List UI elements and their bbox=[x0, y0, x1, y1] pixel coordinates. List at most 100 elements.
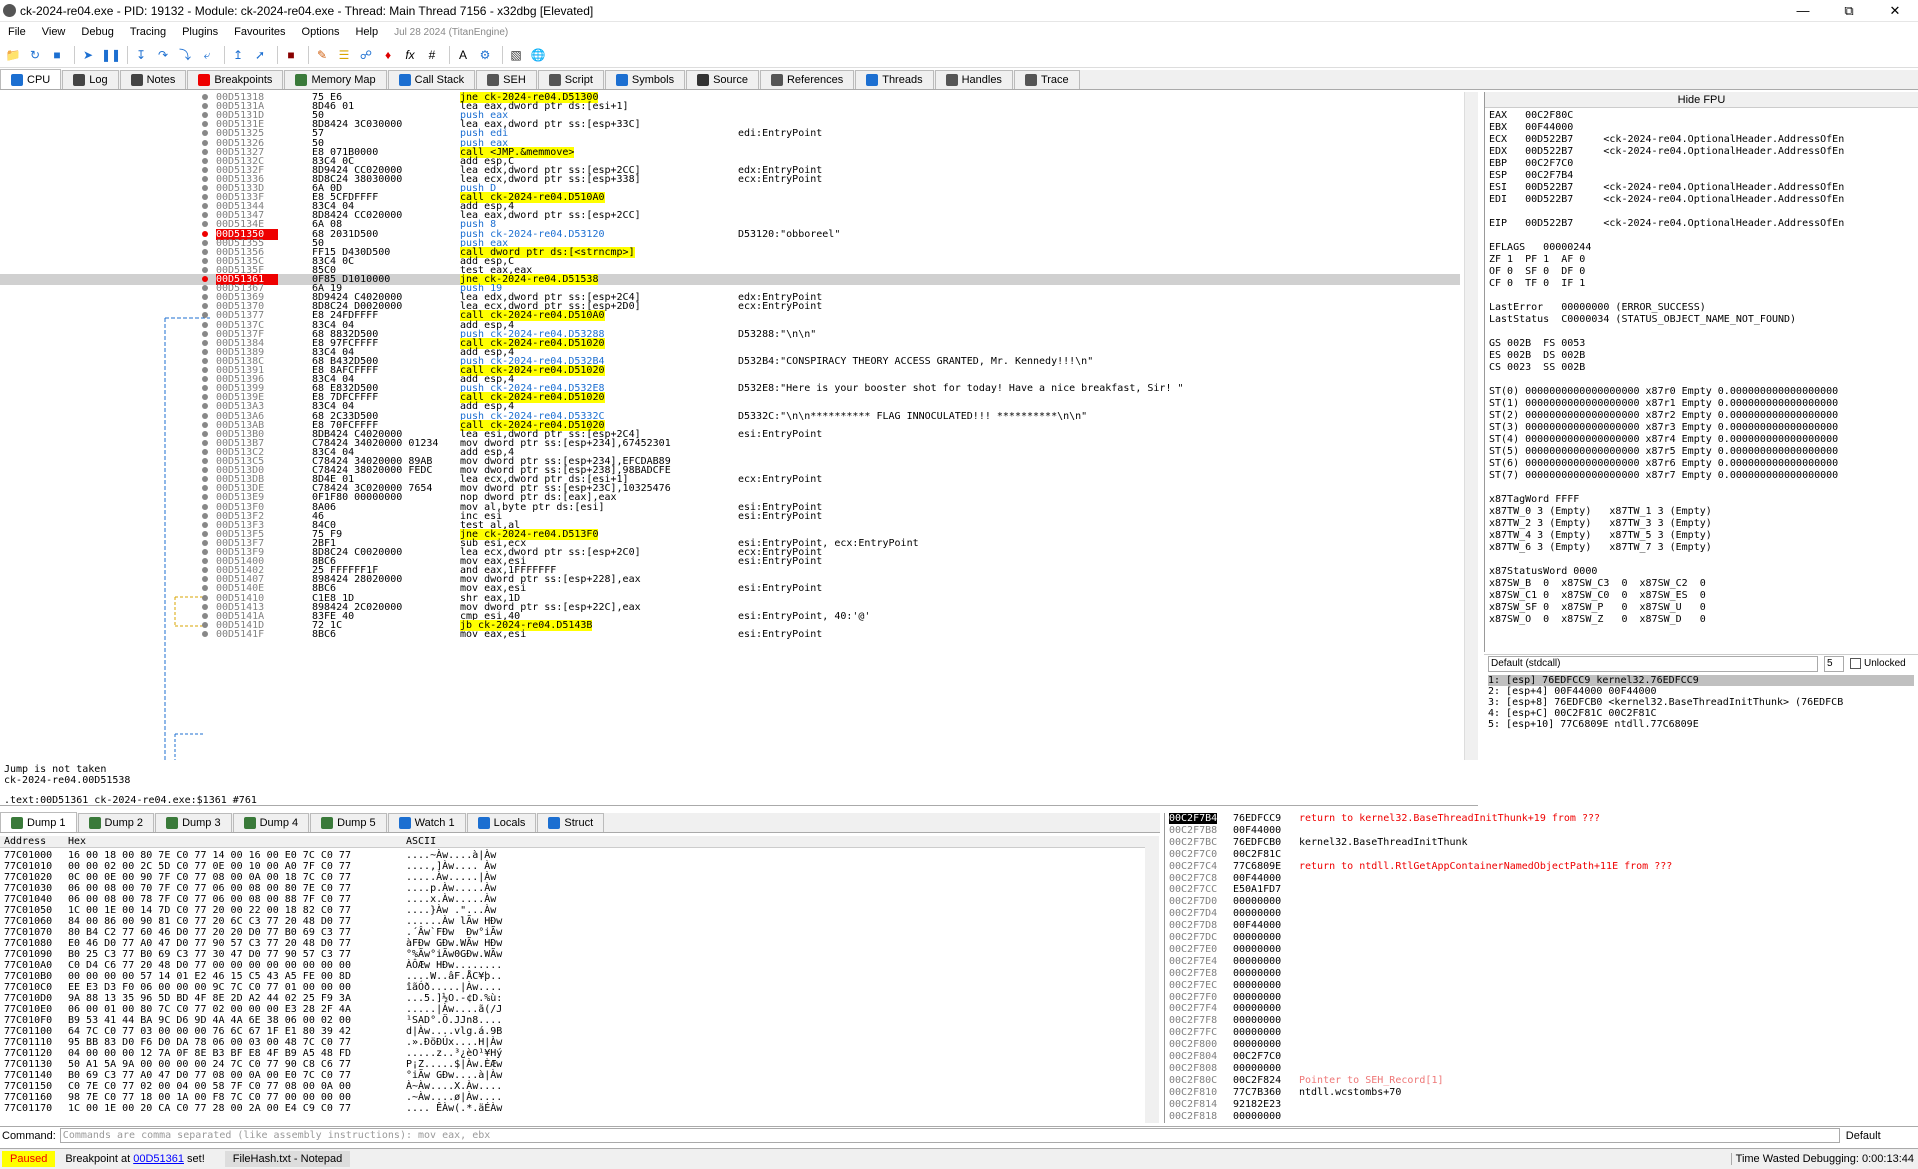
breakpoint-dot[interactable] bbox=[202, 103, 208, 110]
breakpoint-dot[interactable] bbox=[202, 248, 208, 255]
tab-struct[interactable]: Struct bbox=[537, 813, 605, 832]
tab-dump-1[interactable]: Dump 1 bbox=[0, 812, 77, 832]
breakpoint-dot[interactable] bbox=[202, 239, 208, 246]
hide-fpu-button[interactable]: Hide FPU bbox=[1485, 92, 1918, 108]
menu-favourites[interactable]: Favourites bbox=[234, 26, 286, 38]
menu-help[interactable]: Help bbox=[355, 26, 379, 38]
argument-row[interactable]: 4: [esp+C] 00C2F81C 00C2F81C bbox=[1488, 708, 1657, 719]
breakpoint-dot[interactable] bbox=[202, 448, 208, 455]
breakpoint-dot[interactable] bbox=[202, 430, 208, 437]
functions-icon[interactable]: fx bbox=[405, 47, 415, 62]
breakpoint-dot[interactable] bbox=[202, 303, 208, 310]
argument-row[interactable]: 2: [esp+4] 00F44000 00F44000 bbox=[1488, 686, 1657, 697]
scylla-icon[interactable]: ■ bbox=[287, 47, 295, 62]
breakpoint-dot[interactable] bbox=[202, 567, 208, 574]
breakpoint-dot[interactable] bbox=[202, 321, 208, 328]
tab-dump-4[interactable]: Dump 4 bbox=[232, 813, 310, 832]
menu-debug[interactable]: Debug bbox=[81, 26, 114, 38]
breakpoint-dot[interactable] bbox=[202, 367, 208, 373]
breakpoint-dot[interactable] bbox=[202, 285, 208, 292]
menu-plugins[interactable]: Plugins bbox=[182, 26, 219, 38]
menu-view[interactable]: View bbox=[41, 26, 66, 38]
breakpoint-dot[interactable] bbox=[202, 294, 208, 301]
menu-tracing[interactable]: Tracing bbox=[129, 26, 167, 38]
tab-log[interactable]: Log bbox=[62, 70, 119, 89]
tab-source[interactable]: Source bbox=[686, 70, 759, 89]
breakpoint-dot[interactable] bbox=[202, 421, 208, 428]
globe-icon[interactable]: 🌐 bbox=[530, 47, 546, 62]
breakpoint-dot[interactable] bbox=[202, 612, 208, 619]
breakpoint-dot[interactable] bbox=[202, 594, 208, 601]
breakpoint-dot[interactable] bbox=[202, 576, 208, 583]
breakpoint-dot[interactable] bbox=[202, 357, 208, 364]
breakpoint-dot[interactable] bbox=[202, 157, 208, 164]
breakpoint-dot[interactable] bbox=[202, 476, 208, 483]
run-icon[interactable]: ➤ bbox=[82, 47, 94, 62]
tab-trace[interactable]: Trace bbox=[1013, 70, 1080, 89]
breakpoint-dot[interactable] bbox=[202, 558, 208, 565]
breakpoint-dot[interactable] bbox=[202, 439, 208, 446]
tab-script[interactable]: Script bbox=[537, 70, 604, 89]
close-button[interactable]: ✕ bbox=[1889, 3, 1901, 18]
notepad-taskbar-item[interactable]: FileHash.txt - Notepad bbox=[224, 1151, 351, 1167]
breakpoint-dot[interactable] bbox=[202, 549, 208, 555]
breakpoint-dot[interactable] bbox=[202, 348, 208, 355]
arg-count-spinner[interactable]: 5 bbox=[1824, 655, 1844, 672]
open-icon[interactable]: 📁 bbox=[5, 47, 21, 62]
tab-threads[interactable]: Threads bbox=[855, 70, 934, 89]
trace-over-icon[interactable]: ⤶ bbox=[203, 47, 211, 62]
tab-memory-map[interactable]: Memory Map bbox=[284, 70, 387, 89]
tab-breakpoints[interactable]: Breakpoints bbox=[187, 70, 284, 89]
step-into-icon[interactable]: ↧ bbox=[135, 47, 147, 62]
breakpoint-dot[interactable] bbox=[202, 257, 208, 264]
menu-file[interactable]: File bbox=[8, 26, 26, 38]
breakpoint-dot[interactable] bbox=[202, 467, 208, 474]
